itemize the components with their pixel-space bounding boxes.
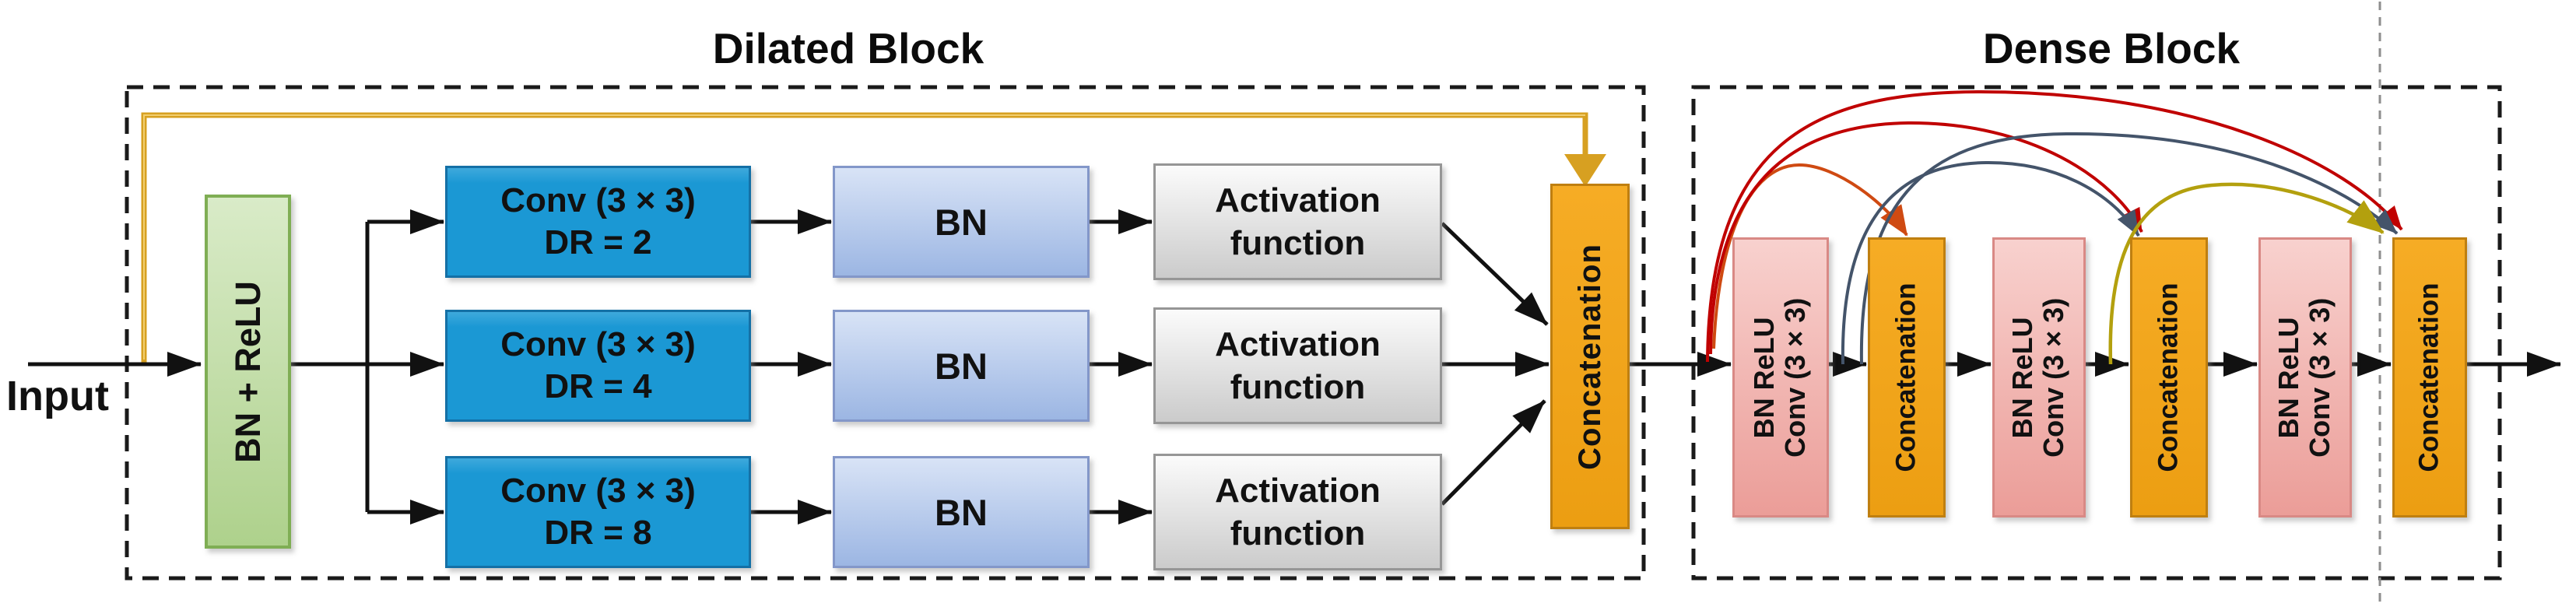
dense-block-title: Dense Block <box>1982 24 2241 72</box>
dense-concatenation1-label: Concatenation <box>1891 282 1922 472</box>
activation2-line1: Activation <box>1215 325 1381 363</box>
dense-conv1-line2: Conv (3 × 3) <box>1780 297 1812 458</box>
dense-conv3-line2: Conv (3 × 3) <box>2304 297 2336 458</box>
dilated-concatenation-label: Concatenation <box>1572 243 1607 470</box>
dense-concatenation-box-3: Concatenation <box>2392 237 2467 518</box>
dense-conv3-line1: BN ReLU <box>2272 317 2305 439</box>
dilated-concatenation-box: Concatenation <box>1550 184 1630 529</box>
dense-concatenation3-label: Concatenation <box>2414 282 2445 472</box>
dense-conv2-line1: BN ReLU <box>2006 317 2039 439</box>
dense-conv2-line2: Conv (3 × 3) <box>2038 297 2070 458</box>
dilated-block-border <box>125 85 1646 581</box>
bn-relu-label: BN + ReLU <box>227 280 268 463</box>
dense-block-border <box>1691 85 2502 581</box>
conv-dr8-box: Conv (3 × 3) DR = 8 <box>445 456 751 568</box>
conv-dr4-box: Conv (3 × 3) DR = 4 <box>445 310 751 422</box>
dense-skip-layer1-to-concat3 <box>1859 132 2399 365</box>
dense-concatenation-box-1: Concatenation <box>1868 237 1946 518</box>
dense-conv-box-3: BN ReLU Conv (3 × 3) <box>2258 237 2352 518</box>
conv-dr4-line1: Conv (3 × 3) <box>500 325 696 364</box>
dense-skip-input-to-concat2 <box>1709 121 2143 355</box>
bn-box-3: BN <box>833 456 1090 568</box>
bn-label-2: BN <box>935 345 988 387</box>
conv-dr8-line2: DR = 8 <box>544 514 652 552</box>
activation2-line2: function <box>1230 368 1366 406</box>
arrow-act3-to-concat <box>1441 399 1546 506</box>
dense-conv-box-1: BN ReLU Conv (3 × 3) <box>1732 237 1829 518</box>
dense-skip-input-to-concat1 <box>1712 163 1908 349</box>
conv-dr2-line1: Conv (3 × 3) <box>500 181 696 220</box>
dilated-block-title: Dilated Block <box>712 24 984 72</box>
dense-concatenation-box-2: Concatenation <box>2130 237 2208 518</box>
conv-dr2-box: Conv (3 × 3) DR = 2 <box>445 166 751 278</box>
input-label: Input <box>6 373 109 419</box>
activation-box-1: Activation function <box>1153 163 1442 280</box>
activation3-line1: Activation <box>1215 472 1381 510</box>
conv-dr8-line1: Conv (3 × 3) <box>500 472 696 511</box>
skip-connection-highlight <box>143 114 1585 360</box>
dense-conv1-line1: BN ReLU <box>1748 317 1781 439</box>
activation-box-2: Activation function <box>1153 307 1442 424</box>
conv-dr4-line2: DR = 4 <box>544 367 652 405</box>
dense-skip-layer1-to-concat2 <box>1841 160 2140 365</box>
skip-connection-arrowhead <box>1564 154 1606 187</box>
dense-skip-layer2-to-concat3 <box>2108 182 2385 365</box>
bn-label-3: BN <box>935 491 988 533</box>
arrow-act1-to-concat <box>1441 222 1549 326</box>
activation3-line2: function <box>1230 514 1366 553</box>
dense-skip-input-to-concat3 <box>1706 89 2403 363</box>
bn-label-1: BN <box>935 201 988 243</box>
activation1-line2: function <box>1230 224 1366 262</box>
activation-box-3: Activation function <box>1153 454 1442 570</box>
dense-concatenation2-label: Concatenation <box>2153 282 2185 472</box>
bn-box-2: BN <box>833 310 1090 422</box>
bn-relu-box: BN + ReLU <box>205 195 291 549</box>
dense-conv-box-2: BN ReLU Conv (3 × 3) <box>1992 237 2086 518</box>
bn-box-1: BN <box>833 166 1090 278</box>
activation1-line1: Activation <box>1215 181 1381 219</box>
conv-dr2-line2: DR = 2 <box>544 223 652 261</box>
